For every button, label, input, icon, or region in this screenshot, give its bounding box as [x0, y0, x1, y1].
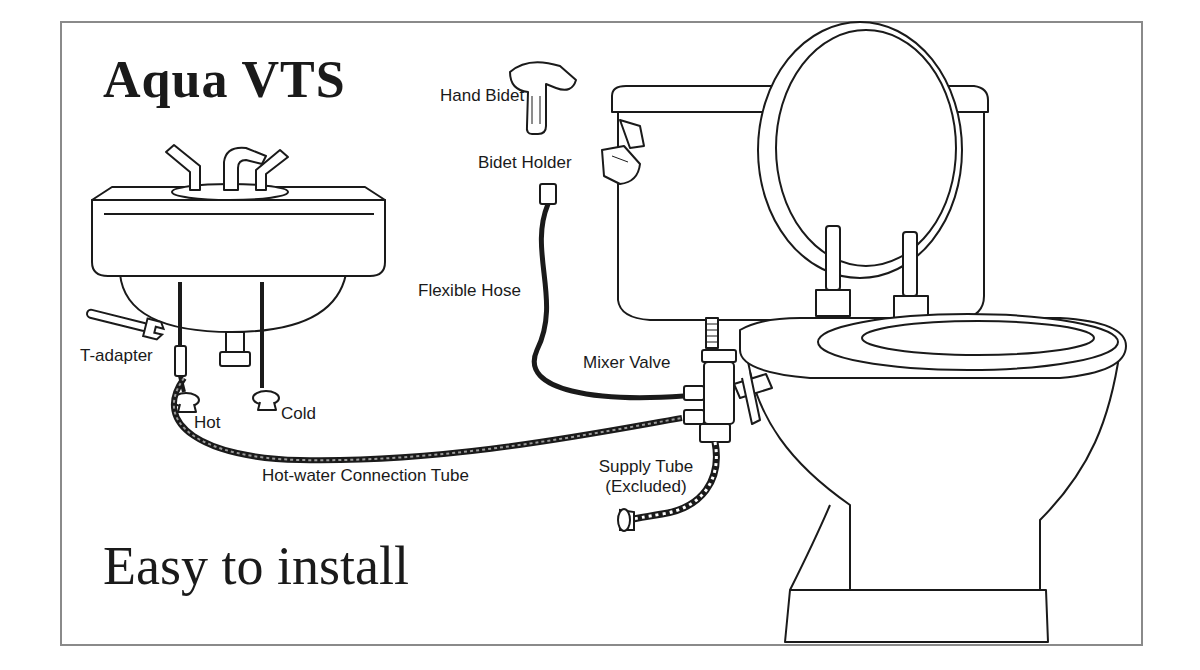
part-label: Mixer Valve	[583, 353, 671, 373]
wrench-handle	[86, 309, 148, 332]
bidet-holder	[602, 146, 640, 184]
shutoff-valve	[618, 509, 630, 531]
part-label: Flexible Hose	[418, 281, 521, 301]
drain-nut	[220, 352, 250, 366]
supply-pipe	[260, 282, 264, 388]
hot-water-tube	[174, 378, 682, 460]
valve-inlet	[684, 386, 704, 400]
sprayer-grip	[532, 96, 540, 124]
valve-nut	[700, 424, 730, 442]
valve-lever	[742, 372, 760, 424]
seat-lid	[758, 22, 962, 278]
flush-handle	[620, 120, 644, 148]
frame	[61, 22, 1142, 645]
valve-nut	[702, 350, 736, 362]
tank-inlet	[706, 318, 718, 348]
supply-pipe	[178, 282, 182, 348]
hinge-base	[816, 290, 850, 316]
seat-opening	[862, 321, 1094, 355]
title-text: Aqua VTS	[103, 50, 346, 110]
holder-slot	[612, 156, 628, 162]
part-label: Supply Tube (Excluded)	[588, 457, 704, 496]
hinge	[826, 226, 840, 290]
part-label: Bidet Holder	[478, 153, 572, 173]
mixer-valve	[684, 350, 772, 442]
sink-front	[92, 200, 385, 276]
valve-body	[704, 362, 734, 424]
braided-tube	[174, 378, 682, 460]
sink-edge	[104, 213, 374, 215]
hinge	[903, 232, 917, 296]
toilet-base	[785, 590, 1048, 642]
drain-pipe	[226, 332, 244, 354]
faucet-handle	[166, 145, 200, 190]
thread	[706, 324, 718, 342]
hot-valve	[178, 404, 196, 412]
t-adapter	[175, 346, 186, 376]
sink	[92, 145, 385, 412]
seat-lid-edge	[776, 30, 956, 266]
faucet-handle	[256, 150, 288, 190]
part-label: Hand Bidet	[440, 86, 524, 106]
toilet	[612, 22, 1126, 642]
hose-end	[540, 184, 556, 204]
part-label: T-adapter	[80, 346, 153, 366]
part-label: Hot	[194, 413, 220, 433]
part-label: Hot-water Connection Tube	[262, 466, 469, 486]
caption-text: Easy to install	[103, 535, 409, 597]
part-label: Cold	[281, 404, 316, 424]
wrench-jaw	[143, 319, 165, 341]
braided-tube	[174, 378, 682, 460]
wrench	[85, 304, 165, 340]
bowl-line	[790, 505, 830, 590]
valve-inlet	[684, 410, 704, 424]
toilet-seat	[818, 314, 1118, 370]
flexible-hose	[534, 184, 684, 398]
cold-valve	[258, 402, 276, 410]
hose	[534, 204, 684, 398]
